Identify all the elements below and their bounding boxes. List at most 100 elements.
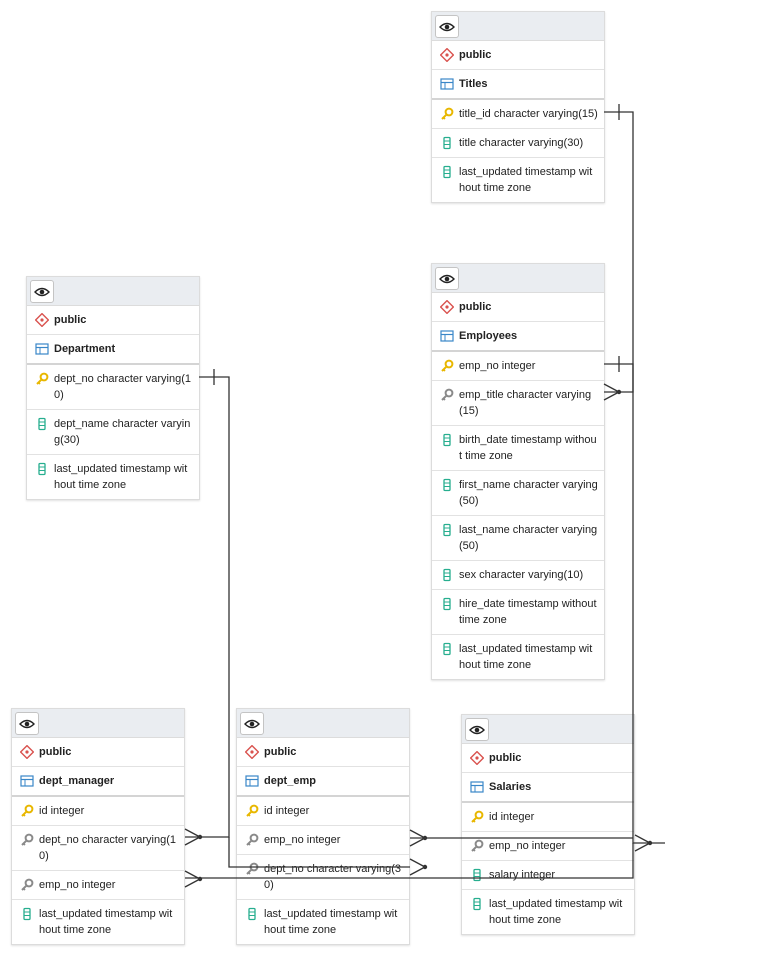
link-dot — [197, 834, 203, 840]
schema-row: public — [462, 744, 634, 773]
table-name-row: dept_manager — [12, 767, 184, 797]
column-row[interactable]: birth_date timestamp without time zone — [432, 426, 604, 471]
table-header — [27, 277, 199, 306]
column-row[interactable]: dept_no character varying(10) — [27, 365, 199, 410]
foreign-key-icon — [470, 839, 484, 853]
column-label: hire_date timestamp without time zone — [459, 598, 597, 626]
schema-icon — [439, 299, 455, 315]
column-row[interactable]: last_updated timestamp without time zone — [237, 900, 409, 944]
table-name: dept_emp — [264, 775, 316, 787]
primary-key-icon — [35, 372, 49, 386]
table-name-row: Department — [27, 335, 199, 365]
table-name: dept_manager — [39, 775, 115, 787]
column-row[interactable]: last_updated timestamp without time zone — [462, 890, 634, 934]
column-label: emp_no integer — [264, 834, 341, 846]
table-node-titles[interactable]: public Titles title_id character varying… — [431, 11, 605, 203]
column-row[interactable]: last_updated timestamp without time zone — [432, 158, 604, 202]
column-icon — [440, 523, 454, 537]
column-label: title character varying(30) — [459, 137, 584, 149]
column-icon — [440, 642, 454, 656]
table-header — [432, 12, 604, 41]
eye-icon[interactable] — [435, 15, 459, 38]
column-row[interactable]: id integer — [462, 803, 634, 832]
column-label: sex character varying(10) — [459, 569, 584, 581]
table-node-department[interactable]: public Department dept_no character vary… — [26, 276, 200, 500]
schema-name: public — [39, 746, 72, 758]
table-icon — [245, 774, 259, 788]
column-row[interactable]: dept_no character varying(10) — [12, 826, 184, 871]
column-row[interactable]: first_name character varying(50) — [432, 471, 604, 516]
column-row[interactable]: last_updated timestamp without time zone — [12, 900, 184, 944]
schema-name: public — [264, 746, 297, 758]
column-icon — [440, 568, 454, 582]
column-row[interactable]: id integer — [12, 797, 184, 826]
schema-icon — [19, 744, 35, 760]
column-row[interactable]: emp_no integer — [462, 832, 634, 861]
table-name: Employees — [459, 330, 518, 342]
column-label: id integer — [264, 805, 310, 817]
column-icon — [440, 478, 454, 492]
column-icon — [20, 907, 34, 921]
table-node-dept-manager[interactable]: public dept_manager id integer dept_no c… — [11, 708, 185, 945]
many-marker — [409, 858, 426, 876]
column-icon — [470, 868, 484, 882]
eye-icon[interactable] — [435, 267, 459, 290]
column-row[interactable]: title_id character varying(15) — [432, 100, 604, 129]
table-icon — [440, 77, 454, 91]
column-row[interactable]: sex character varying(10) — [432, 561, 604, 590]
table-header — [12, 709, 184, 738]
table-name-row: dept_emp — [237, 767, 409, 797]
foreign-key-icon — [20, 833, 34, 847]
schema-row: public — [237, 738, 409, 767]
column-icon — [470, 897, 484, 911]
schema-icon — [469, 750, 485, 766]
column-row[interactable]: emp_no integer — [237, 826, 409, 855]
column-row[interactable]: last_updated timestamp without time zone — [27, 455, 199, 499]
column-row[interactable]: salary integer — [462, 861, 634, 890]
table-node-salaries[interactable]: public Salaries id integer emp_no intege… — [461, 714, 635, 935]
column-row[interactable]: emp_title character varying(15) — [432, 381, 604, 426]
foreign-key-icon — [440, 388, 454, 402]
column-row[interactable]: dept_name character varying(30) — [27, 410, 199, 455]
schema-name: public — [54, 314, 87, 326]
column-row[interactable]: id integer — [237, 797, 409, 826]
column-row[interactable]: dept_no character varying(30) — [237, 855, 409, 900]
relationship-link-titles-employees[interactable] — [604, 111, 634, 393]
many-marker — [603, 383, 620, 401]
column-label: last_updated timestamp without time zone — [489, 898, 623, 926]
column-row[interactable]: emp_no integer — [432, 352, 604, 381]
column-row[interactable]: title character varying(30) — [432, 129, 604, 158]
many-marker — [184, 828, 201, 846]
column-row[interactable]: last_updated timestamp without time zone — [432, 635, 604, 679]
column-row[interactable]: emp_no integer — [12, 871, 184, 900]
column-label: last_updated timestamp without time zone — [39, 908, 173, 936]
schema-row: public — [27, 306, 199, 335]
primary-key-icon — [440, 107, 454, 121]
column-row[interactable]: last_name character varying(50) — [432, 516, 604, 561]
eye-icon[interactable] — [465, 718, 489, 741]
column-label: last_name character varying(50) — [459, 524, 598, 552]
schema-name: public — [459, 49, 492, 61]
table-name: Department — [54, 343, 116, 355]
eye-icon[interactable] — [15, 712, 39, 735]
primary-key-icon — [20, 804, 34, 818]
schema-row: public — [432, 293, 604, 322]
column-label: id integer — [489, 811, 535, 823]
column-row[interactable]: hire_date timestamp without time zone — [432, 590, 604, 635]
table-node-dept-emp[interactable]: public dept_emp id integer emp_no intege… — [236, 708, 410, 945]
foreign-key-icon — [245, 833, 259, 847]
table-name: Titles — [459, 78, 488, 90]
column-label: dept_no character varying(30) — [264, 863, 401, 891]
table-header — [462, 715, 634, 744]
table-node-employees[interactable]: public Employees emp_no integer emp_titl… — [431, 263, 605, 680]
table-name-row: Employees — [432, 322, 604, 352]
link-dot — [197, 876, 203, 882]
schema-name: public — [459, 301, 492, 313]
link-dot — [616, 389, 622, 395]
eye-icon[interactable] — [240, 712, 264, 735]
eye-icon[interactable] — [30, 280, 54, 303]
table-header — [432, 264, 604, 293]
link-dot — [647, 840, 653, 846]
table-icon — [20, 774, 34, 788]
